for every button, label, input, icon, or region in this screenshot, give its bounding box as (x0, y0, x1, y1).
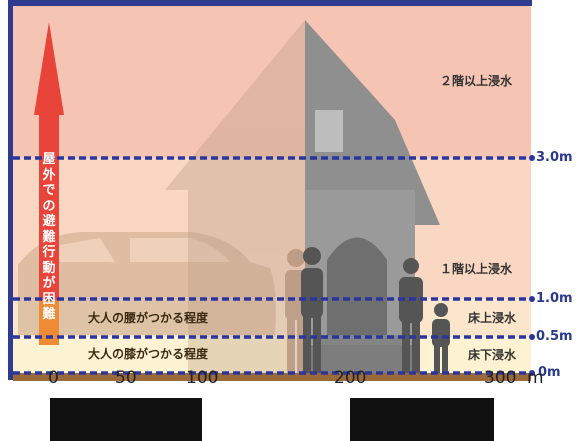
left-frame (8, 0, 13, 380)
child-person-icon (432, 303, 450, 373)
level-dot-0m (529, 370, 535, 376)
ground (13, 373, 531, 381)
evacuation-text: 屋外での避難行動が困難 (42, 152, 56, 322)
car-silhouette (18, 232, 276, 335)
level-dot-05m (529, 334, 535, 340)
adult-person-icon-2 (399, 258, 423, 373)
level-dot-1m (529, 296, 535, 302)
scale-tick-100: 100 (186, 368, 219, 388)
level-label-3m: 3.0m (536, 150, 573, 165)
zone-label-floor2: ２階以上浸水 (440, 74, 513, 88)
zone-label-floor1: １階以上浸水 (440, 262, 513, 276)
adult-person-icon (301, 247, 323, 373)
scale-bar-segment-3 (350, 398, 494, 441)
scale-tick-300: 300 (484, 368, 517, 388)
evacuation-arrow-icon (34, 22, 64, 345)
zone-label-below-floor: 床下浸水 (468, 348, 517, 362)
scale-tick-200: 200 (334, 368, 367, 388)
scale-bar-segment-1 (50, 398, 202, 441)
top-frame (8, 0, 532, 6)
scale-tick-50: 50 (115, 368, 137, 388)
adult-waist-label: 大人の腰がつかる程度 (88, 311, 209, 325)
level-label-05m: 0.5m (536, 329, 573, 344)
level-label-1m: 1.0m (536, 291, 573, 306)
house-icon (305, 20, 440, 373)
scale-tick-0: 0 (48, 368, 59, 388)
scale-bar-segment-2 (202, 398, 350, 441)
zone-label-above-floor: 床上浸水 (468, 311, 517, 325)
level-dot-3m (529, 155, 535, 161)
scale-unit: m (527, 368, 544, 388)
adult-knee-label: 大人の膝がつかる程度 (88, 347, 209, 361)
zone-above-3m (13, 6, 531, 158)
level-label-0m: 0m (538, 365, 561, 380)
